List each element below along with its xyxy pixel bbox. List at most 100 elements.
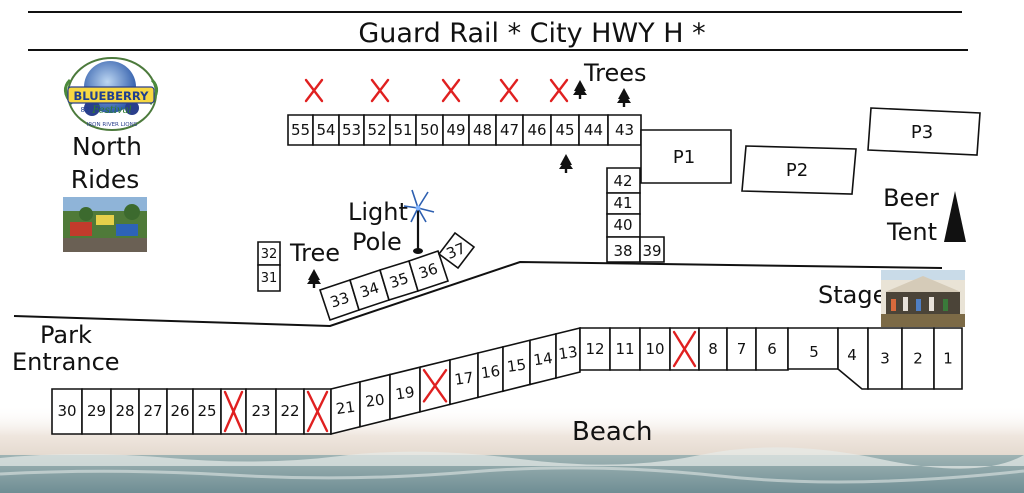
tree-icon-3: [559, 154, 573, 173]
logo-year: 82: [81, 106, 90, 114]
lot-22-label: 22: [280, 402, 299, 420]
lot-53[interactable]: 53: [338, 114, 365, 146]
lot-47[interactable]: 47: [495, 114, 524, 146]
lot-1-label: 1: [943, 350, 953, 368]
logo-org: IRON RIVER LIONS: [87, 122, 138, 128]
lot-28[interactable]: 28: [110, 388, 140, 435]
lot-49-label: 49: [446, 121, 465, 139]
lot-8[interactable]: 8: [698, 327, 728, 371]
lot-32[interactable]: 32: [257, 241, 281, 266]
lot-10[interactable]: 10: [639, 327, 671, 371]
lot-17[interactable]: 17: [449, 351, 479, 406]
lot-21[interactable]: 21: [330, 380, 361, 436]
road-label: Guard Rail * City HWY H *: [358, 18, 705, 49]
lot-27[interactable]: 27: [138, 388, 168, 435]
lot-23-label: 23: [251, 402, 270, 420]
lot-51[interactable]: 51: [389, 114, 417, 146]
lot-42[interactable]: 42: [606, 167, 641, 194]
lot-52[interactable]: 52: [363, 114, 391, 146]
lot-44[interactable]: 44: [578, 114, 609, 146]
lot-21-label: 21: [335, 398, 356, 418]
lot-5[interactable]: 5: [787, 327, 839, 370]
lot-54-label: 54: [316, 121, 335, 139]
tree-icon-2: [617, 88, 631, 107]
lot-16[interactable]: 16: [477, 345, 504, 399]
lot-16-label: 16: [480, 362, 501, 382]
lot-11-label: 11: [615, 340, 634, 358]
lot-14[interactable]: 14: [529, 332, 557, 386]
lot-28-label: 28: [115, 402, 134, 420]
lot-6[interactable]: 6: [755, 327, 789, 371]
lot-29[interactable]: 29: [81, 388, 112, 435]
lot-7[interactable]: 7: [726, 327, 757, 371]
lot-50[interactable]: 50: [415, 114, 444, 146]
lot-41-label: 41: [613, 194, 632, 212]
lot-41[interactable]: 41: [606, 192, 641, 215]
lot-5-label: 5: [809, 343, 819, 361]
lot-38[interactable]: 38: [606, 236, 641, 263]
taken-markers-top: [304, 78, 569, 103]
lot-4-label: 4: [847, 346, 857, 364]
lot-30[interactable]: 30: [51, 388, 83, 435]
lot-51-label: 51: [393, 121, 412, 139]
lot-45[interactable]: 45: [550, 114, 580, 146]
lot-17-label: 17: [453, 368, 474, 388]
lot-2-label: 2: [913, 350, 923, 368]
guard-rail-road: Guard Rail * City HWY H *: [28, 11, 968, 51]
logo-brand-line2: Festival: [91, 105, 131, 116]
parking-p2[interactable]: P2: [741, 145, 857, 195]
lot-23[interactable]: 23: [245, 388, 277, 435]
lot-27-label: 27: [143, 402, 162, 420]
lot-3-label: 3: [880, 350, 890, 368]
lot-55[interactable]: 55: [287, 114, 314, 146]
lot-11[interactable]: 11: [609, 327, 641, 371]
lot-54[interactable]: 54: [312, 114, 340, 146]
lot-2[interactable]: 2: [901, 327, 935, 390]
lot-46[interactable]: 46: [522, 114, 552, 146]
lot-48[interactable]: 48: [468, 114, 497, 146]
lot-46-label: 46: [527, 121, 546, 139]
stage-photo: [881, 270, 965, 327]
north-rides-label-1: North: [72, 132, 142, 161]
lot-45-label: 45: [555, 121, 574, 139]
lot-19[interactable]: 19: [389, 366, 421, 421]
lot-36-label: 36: [416, 259, 440, 282]
lot-36[interactable]: 36: [408, 249, 450, 293]
lot-42-label: 42: [613, 172, 632, 190]
light-pole-icon: [403, 189, 435, 254]
lot-31-label: 31: [261, 271, 278, 286]
lot-37[interactable]: 37: [437, 231, 476, 270]
lot-15[interactable]: 15: [502, 339, 531, 393]
taken-x-top-3: [441, 78, 461, 103]
lot-4[interactable]: 4: [837, 327, 869, 390]
lot-12[interactable]: 12: [579, 327, 611, 371]
lot-13-label: 13: [557, 343, 578, 363]
lot-22[interactable]: 22: [275, 388, 305, 435]
lot-10-label: 10: [645, 340, 664, 358]
beer-tent-icon: [944, 191, 966, 242]
stage-label: Stage: [818, 281, 887, 309]
parking-p1[interactable]: P1: [640, 129, 732, 184]
lot-40[interactable]: 40: [606, 213, 641, 238]
lot-13[interactable]: 13: [555, 326, 581, 379]
lot-34[interactable]: 34: [349, 268, 390, 312]
lot-31[interactable]: 31: [257, 264, 281, 292]
lot-43-label: 43: [615, 121, 634, 139]
lot-1[interactable]: 1: [933, 327, 963, 390]
lot-25[interactable]: 25: [192, 388, 222, 435]
lot-49[interactable]: 49: [442, 114, 470, 146]
parking-p3[interactable]: P3: [867, 107, 981, 156]
lot-43[interactable]: 43: [607, 114, 642, 146]
lot-20[interactable]: 20: [359, 373, 391, 428]
lot-26[interactable]: 26: [166, 388, 194, 435]
lot-20-label: 20: [364, 390, 385, 410]
lot-39[interactable]: 39: [639, 236, 665, 263]
taken-x-top-5: [549, 78, 569, 103]
lot-48-label: 48: [473, 121, 492, 139]
north-rides-label-2: Rides: [71, 165, 140, 194]
lot-3[interactable]: 3: [867, 327, 903, 390]
